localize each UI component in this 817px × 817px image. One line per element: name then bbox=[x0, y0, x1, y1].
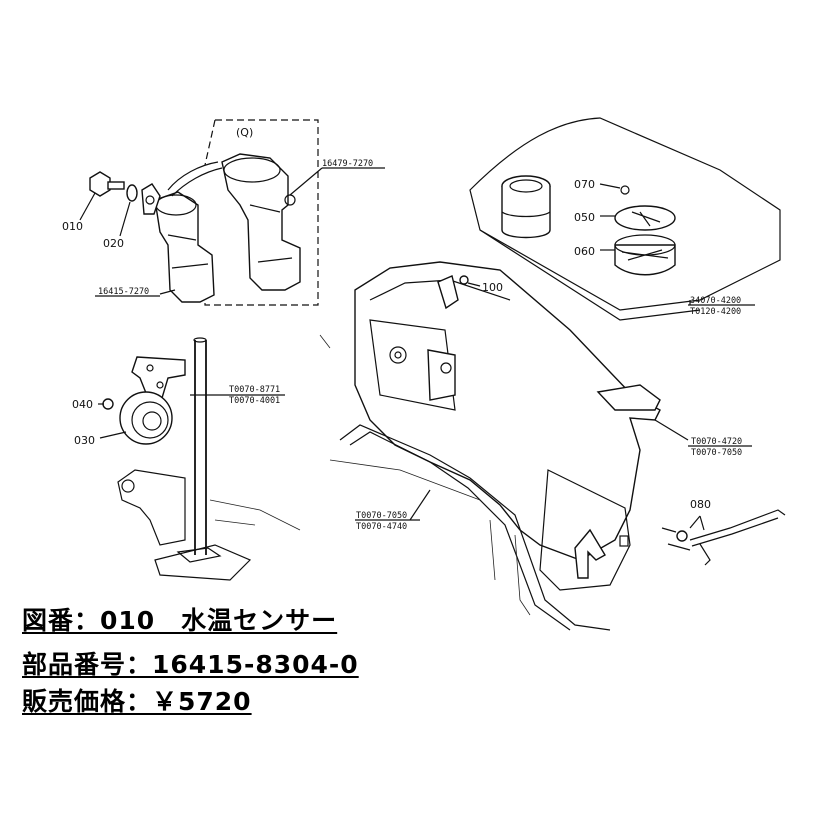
label-030: 030 bbox=[74, 434, 95, 447]
label-040: 040 bbox=[72, 398, 93, 411]
caption-part-number: 部品番号：16415-8304-0 bbox=[22, 650, 359, 679]
label-16479-7270: 16479-7270 bbox=[322, 159, 373, 169]
reserve-tank-drawing bbox=[79, 119, 385, 306]
horn-drawing bbox=[98, 337, 301, 581]
label-050: 050 bbox=[574, 211, 595, 224]
label-t0070-7050-lower: T0070-7050 bbox=[356, 511, 407, 521]
label-070: 070 bbox=[574, 178, 595, 191]
caption-figure-number: 図番：010 水温センサー bbox=[22, 606, 338, 635]
label-010: 010 bbox=[62, 220, 83, 233]
label-t0070-7050-right: T0070-7050 bbox=[691, 448, 742, 458]
part-labels: (Q) 16479-7270 010 020 16415-7270 040 03… bbox=[62, 126, 742, 532]
label-q: (Q) bbox=[236, 126, 253, 139]
caption-price: 販売価格：￥5720 bbox=[22, 687, 252, 716]
label-060: 060 bbox=[574, 245, 595, 258]
fuel-tank-drawing bbox=[319, 117, 786, 631]
label-16415-7270: 16415-7270 bbox=[98, 287, 149, 297]
label-080: 080 bbox=[690, 498, 711, 511]
label-020: 020 bbox=[103, 237, 124, 250]
label-100: 100 bbox=[482, 281, 503, 294]
label-t0070-4740: T0070-4740 bbox=[356, 522, 407, 532]
label-t0070-4001: T0070-4001 bbox=[229, 396, 280, 406]
label-t0120-4200: T0120-4200 bbox=[690, 307, 741, 317]
label-t0070-8771: T0070-8771 bbox=[229, 385, 280, 395]
label-t0070-4720: T0070-4720 bbox=[691, 437, 742, 447]
label-34070-4200: 34070-4200 bbox=[690, 296, 741, 306]
